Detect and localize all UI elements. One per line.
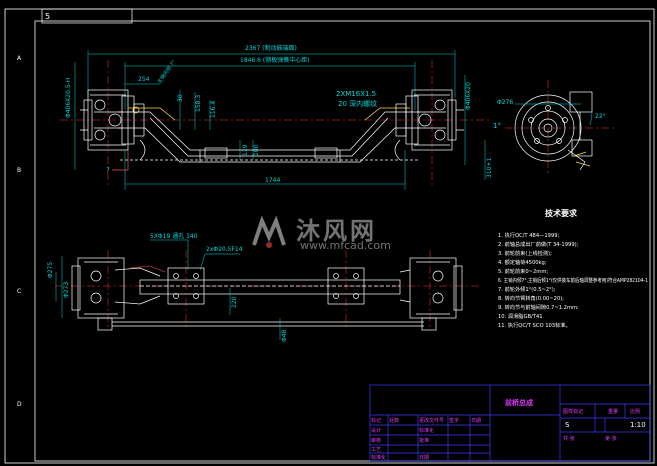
- dim-right-vertical: Φ406Χ20: [465, 82, 472, 110]
- zone-row-b: B: [17, 167, 21, 174]
- tech-item-4: 4. 额定轴荷4500kg;: [498, 258, 547, 266]
- dim-left-vertical: Φ406Χ20.5-H: [65, 78, 72, 118]
- top-view: 2367 (制动鼓端面) 1846.6 (钢板弹簧中心距) 254 30 158…: [60, 44, 501, 190]
- sheet-tag-box: 5: [41, 8, 133, 24]
- sheet-tag: 5: [45, 12, 50, 21]
- tb-role-4: 标准化: [371, 454, 386, 461]
- dim-7: 7: [106, 167, 110, 174]
- tech-requirements: 技术要求 1. 执行QC/T 484—1999; 2. 前轴总成出厂前做(T 3…: [498, 208, 648, 329]
- tb-role-1: 设计: [371, 427, 381, 434]
- tb-sheet-total: 共 张: [563, 435, 575, 442]
- tb-cell-c: 日期: [419, 455, 429, 461]
- drawing-name: 前桥总成: [505, 398, 533, 407]
- tb-cell-a: 标准化: [419, 427, 434, 434]
- dim-1744: 1744: [265, 177, 280, 184]
- tech-item-6: 6. 主销内倾7°,主销后倾1°(仅供装车前后轴调整参考用)符合AMP28210…: [498, 276, 648, 284]
- left-hub-assembly: [80, 89, 145, 171]
- dim-30: 30: [177, 94, 184, 102]
- tb-ratio-value: 1:10: [630, 421, 646, 429]
- dim-side-angle: 22°: [595, 113, 606, 120]
- tb-role-3: 工艺: [371, 447, 381, 453]
- tech-item-2: 2. 前轴总成出厂前做(T 34-1999);: [498, 240, 579, 248]
- dim-48: Φ48: [281, 329, 288, 342]
- tb-cell-b: 批准: [419, 437, 429, 444]
- bolt-label: 5XΦ19 通孔 140: [150, 232, 198, 240]
- tb-row-label-2: 处数: [389, 417, 399, 424]
- dim-side-dia: Φ276: [497, 99, 513, 106]
- tb-scale-header: 图样标记: [563, 408, 583, 415]
- tech-item-10: 10. 润滑脂GB/T41: [498, 312, 543, 320]
- dim-273: Φ273: [63, 282, 70, 298]
- tb-role-2: 审核: [371, 437, 381, 444]
- tech-title: 技术要求: [545, 208, 578, 218]
- tb-mark-value: S: [565, 421, 570, 429]
- tb-row-label-3: 更改文件号: [419, 417, 444, 424]
- dim-right-short: 310+1: [486, 158, 493, 178]
- dim-left: Φ275: [47, 262, 54, 278]
- zone-row-d: D: [17, 401, 22, 408]
- dim-116: 116.4: [210, 101, 217, 118]
- thread-sub: 20 深内螺纹: [338, 99, 377, 108]
- tech-item-11: 11. 执行QC/T SCO 103标准。: [498, 321, 571, 329]
- sheet-frame: [4, 8, 655, 464]
- dim-158: 158.3: [195, 95, 202, 112]
- thread-label: 2XM16X1.5: [336, 90, 376, 98]
- tb-ratio-header: 比例: [630, 408, 640, 415]
- tb-row-label-4: 签字: [449, 417, 459, 424]
- bottom-view: 5XΦ19 通孔 140 2xΦ20.5F14 Φ273 220 Φ48 Φ27…: [47, 232, 480, 342]
- tb-row-label-5: 日期: [471, 418, 481, 424]
- zone-letters: A B C D: [17, 55, 22, 408]
- angle-label: 1°: [493, 122, 501, 130]
- tb-weight-header: 重量: [608, 408, 618, 415]
- tech-item-9: 9. 转向节与前轴间隙0.7~1.2mm;: [498, 303, 579, 311]
- dim-254: 254: [138, 76, 150, 83]
- dim-spring: 1846.6 (钢板弹簧中心距): [240, 56, 310, 64]
- tech-item-8: 8. 转向节臂转角(0.00~20);: [498, 294, 564, 302]
- dim-overall: 2367 (制动鼓端面): [245, 44, 297, 52]
- dim-220: 220: [231, 296, 238, 308]
- tech-item-5: 5. 前轮前束0~2mm;: [498, 267, 548, 275]
- right-hub-assembly: [395, 89, 464, 151]
- zone-row-a: A: [17, 55, 22, 62]
- tech-item-1: 1. 执行QC/T 484—1999;: [498, 231, 560, 239]
- title-block: 标记 处数 更改文件号 签字 日期 设计 审核 工艺 标准化 标准化 批准 日期…: [369, 384, 651, 462]
- tb-sheet-num: 第 张: [605, 435, 617, 442]
- side-view: Φ276 22°: [497, 80, 615, 175]
- hole-label: 2xΦ20.5F14: [206, 246, 243, 253]
- tb-row-label-1: 标记: [371, 417, 381, 424]
- tech-item-7: 7. 前轮外倾1°(0.5~2°);: [498, 285, 556, 293]
- tech-item-3: 3. 前轮前束(上线检测);: [498, 249, 552, 257]
- zone-row-c: C: [17, 288, 21, 295]
